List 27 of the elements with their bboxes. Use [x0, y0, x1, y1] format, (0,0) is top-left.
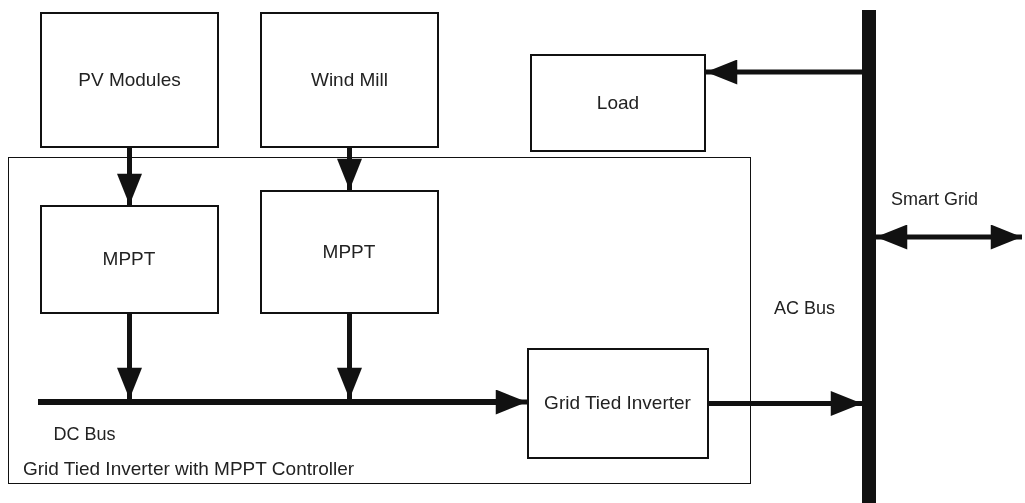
arrow [706, 59, 862, 85]
arrow [117, 314, 142, 399]
bus-bar [37, 398, 498, 405]
arrow [495, 389, 527, 415]
controller-frame [8, 157, 751, 484]
bus-label: DC Bus [53, 423, 116, 445]
arrow [876, 224, 1022, 250]
block-label: Grid Tied Inverter [544, 391, 691, 415]
block-label: MPPT [102, 247, 156, 271]
arrow [337, 148, 362, 190]
arrow [337, 314, 362, 399]
block-label: PV Modules [78, 68, 181, 92]
block-label: MPPT [322, 239, 376, 264]
block-label: Wind Mill [310, 68, 389, 92]
block-box [530, 54, 706, 152]
block-label: Load [596, 91, 640, 115]
bus-label: AC Bus [774, 298, 836, 319]
frame-title: Grid Tied Inverter with MPPT Controller [23, 457, 355, 481]
block-box [526, 347, 709, 459]
edge-label: Smart Grid [891, 189, 978, 210]
block-box [259, 189, 439, 314]
arrow [709, 391, 862, 416]
block-box [40, 12, 219, 148]
bus-bar [862, 10, 876, 503]
block-box [39, 204, 219, 314]
block-box [260, 12, 439, 148]
arrow [117, 148, 142, 205]
